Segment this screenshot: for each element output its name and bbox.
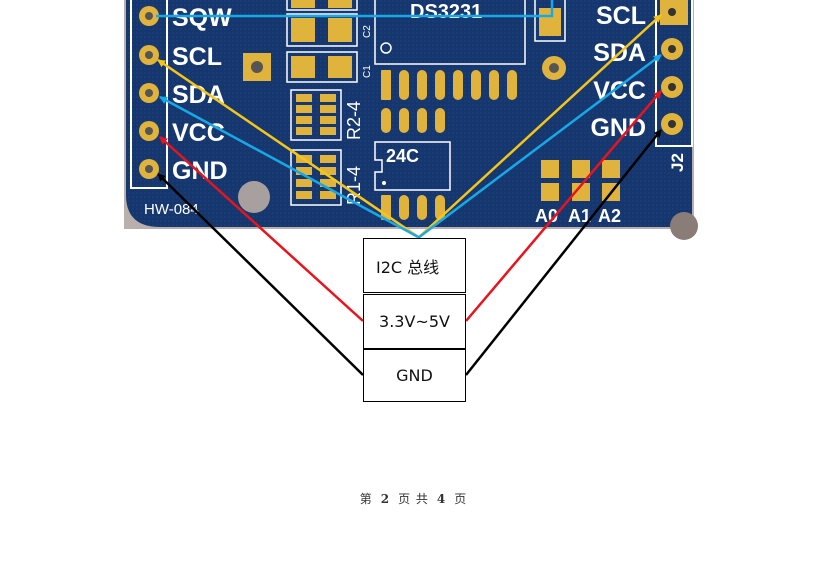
chip-label: 24C [386, 146, 419, 166]
left-pins [139, 6, 159, 179]
wire-gnd-right [465, 129, 662, 376]
right-pins [660, 0, 688, 135]
address-pads: A0 A1 A2 [535, 160, 621, 226]
address-label: A1 [568, 206, 591, 226]
header-label: J2 [668, 153, 687, 172]
left-pin-vcc [139, 121, 159, 141]
left-pin-label: GND [172, 157, 228, 185]
left-pin-label: SCL [172, 43, 222, 71]
i2c-bus-box: I2C 总线 [363, 238, 466, 293]
wire-sda-left [159, 95, 421, 240]
cap-label: C1 [362, 65, 373, 78]
right-pin-label: SCL [596, 2, 646, 30]
wire-sda-right [417, 54, 662, 239]
wire-scl-right [417, 14, 662, 239]
wire-gnd-left [157, 173, 364, 376]
mount-hole [670, 212, 698, 240]
cap-label: C2 [362, 25, 373, 38]
wire-vcc-left [159, 136, 364, 322]
left-pin-gnd [139, 159, 159, 179]
address-label: A2 [598, 206, 621, 226]
board-model-label: HW-084 [144, 201, 199, 218]
ground-box: GND [363, 349, 466, 402]
sqw-trace [156, 0, 554, 18]
power-box: 3.3V~5V [363, 294, 466, 349]
footer-prefix: 第 [359, 492, 373, 506]
eeprom-chip: 24C [374, 108, 451, 220]
mount-hole [238, 181, 270, 213]
left-pin-sda [139, 83, 159, 103]
right-pin-vcc [661, 76, 683, 98]
left-pin-label: SDA [172, 81, 225, 109]
chip-label: DS3231 [410, 1, 482, 23]
left-pin-label: VCC [172, 119, 225, 147]
ds3231-chip: DS3231 [374, 0, 526, 100]
right-header-outline [655, 0, 693, 147]
footer-suffix: 页 [454, 492, 468, 506]
right-pin-scl [660, 0, 688, 25]
left-pin-scl [139, 45, 159, 65]
total-page-count: 4 [436, 492, 447, 506]
wire-scl-left [157, 58, 421, 240]
right-pin-sda [661, 38, 683, 60]
current-page-number: 2 [380, 492, 391, 506]
resistor-label: R2-4 [344, 101, 364, 140]
left-pin-sqw [139, 6, 159, 26]
right-pin-gnd [661, 113, 683, 135]
left-pin-label: SQW [172, 4, 232, 32]
capacitors: C2 C1 [286, 0, 373, 83]
wire-vcc-right [465, 90, 662, 322]
footer-mid: 页 共 [398, 492, 429, 506]
left-header-outline [130, 0, 168, 189]
